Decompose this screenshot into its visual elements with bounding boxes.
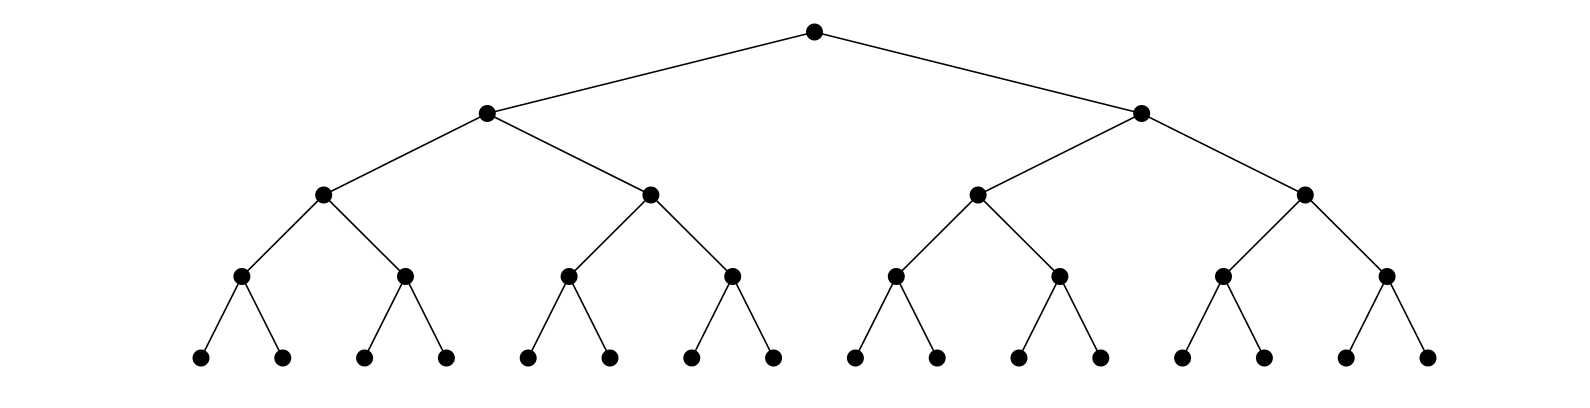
tree-edge xyxy=(1304,194,1388,278)
tree-node xyxy=(1133,105,1151,122)
tree-edge xyxy=(527,276,570,359)
tree-node xyxy=(642,186,660,204)
tree-node xyxy=(233,268,251,285)
tree-edge xyxy=(691,276,734,359)
tree-edge xyxy=(1018,276,1061,359)
tree-edges xyxy=(200,31,1429,359)
tree-leaf-node xyxy=(356,349,374,367)
tree-edge xyxy=(854,276,898,359)
tree-leaf-node xyxy=(274,349,292,367)
tree-leaf-node xyxy=(192,349,210,367)
tree-leaf-node xyxy=(1255,349,1273,367)
tree-edge xyxy=(241,194,325,278)
tree-edge xyxy=(363,276,407,359)
tree-edge xyxy=(814,31,1142,115)
tree-edge xyxy=(1222,276,1266,359)
tree-leaf-node xyxy=(765,349,783,367)
tree-edge xyxy=(895,194,979,278)
tree-edge xyxy=(895,276,938,359)
tree-leaf-node xyxy=(1419,349,1437,367)
tree-leaf-node xyxy=(601,349,619,367)
tree-edge xyxy=(241,276,284,359)
tree-node xyxy=(1296,186,1314,204)
tree-node xyxy=(478,105,496,122)
tree-node xyxy=(397,268,414,285)
tree-edge xyxy=(1059,276,1102,359)
tree-edge xyxy=(731,276,775,359)
tree-leaf-node xyxy=(1010,349,1028,367)
tree-node xyxy=(724,268,742,285)
tree-edge xyxy=(1386,276,1429,359)
tree-nodes xyxy=(192,23,1437,367)
tree-leaf-node xyxy=(519,349,537,367)
tree-edge xyxy=(1141,112,1306,196)
tree-edge xyxy=(323,194,407,278)
tree-edge xyxy=(200,276,243,359)
tree-edge xyxy=(568,194,652,278)
tree-leaf-node xyxy=(683,349,701,367)
tree-edge xyxy=(1181,276,1225,359)
tree-root-node xyxy=(806,23,823,41)
tree-edge xyxy=(486,112,652,196)
tree-leaf-node xyxy=(437,349,455,367)
tree-node xyxy=(1051,268,1069,285)
tree-node xyxy=(1378,268,1396,285)
tree-leaf-node xyxy=(1337,349,1355,367)
tree-leaf-node xyxy=(928,349,946,367)
tree-edge xyxy=(977,112,1143,196)
tree-edge xyxy=(404,276,448,359)
tree-edge xyxy=(568,276,611,359)
tree-node xyxy=(315,186,333,204)
tree-node xyxy=(887,268,905,285)
tree-edge xyxy=(323,112,488,196)
tree-edge xyxy=(977,194,1061,278)
tree-node xyxy=(1215,268,1232,285)
tree-node xyxy=(969,186,987,204)
tree-leaf-node xyxy=(846,349,864,367)
tree-node xyxy=(560,268,578,285)
tree-edge xyxy=(650,194,734,278)
tree-edge xyxy=(487,31,815,115)
tree-edge xyxy=(1345,276,1388,359)
tree-leaf-node xyxy=(1092,349,1110,367)
tree-leaf-node xyxy=(1174,349,1192,367)
tree-edge xyxy=(1222,194,1306,278)
